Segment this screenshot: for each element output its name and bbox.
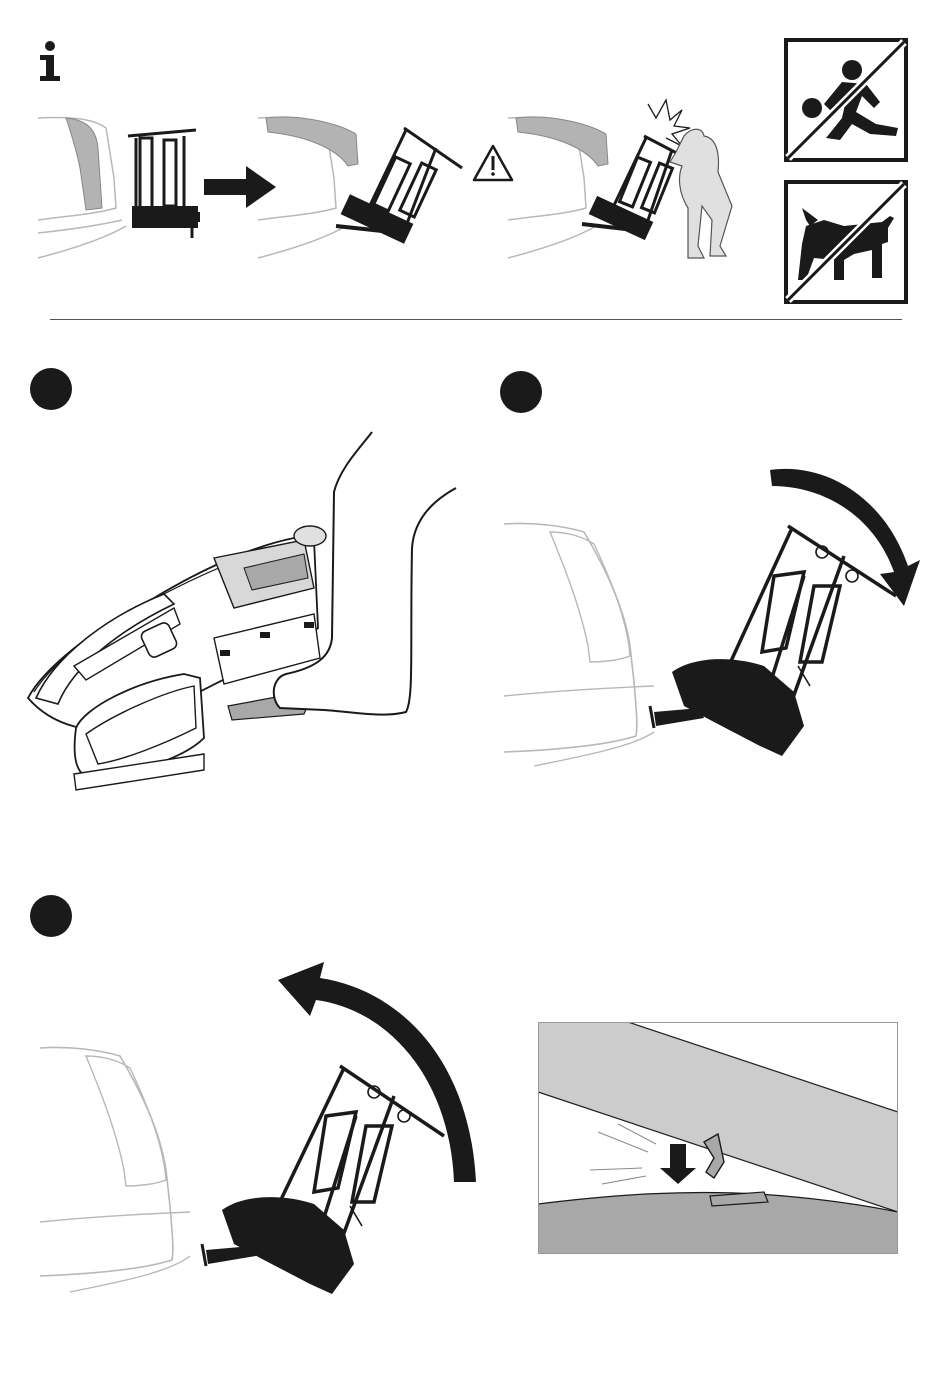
illustration-step3-tilt-up <box>40 960 490 1310</box>
info-icon <box>34 40 66 82</box>
illustration-step1-foot-pedal <box>14 428 474 792</box>
illustration-carrier-upright <box>36 108 216 268</box>
illustration-latch-detail <box>538 1022 898 1254</box>
step-marker-1 <box>30 368 72 410</box>
illustration-carrier-hazard <box>506 96 770 268</box>
section-divider <box>50 319 902 320</box>
step-marker-3 <box>30 895 72 937</box>
no-children-playing-icon <box>784 38 908 162</box>
illustration-step2-tilt-down <box>504 456 924 772</box>
illustration-carrier-tilted <box>256 108 466 268</box>
step-marker-2 <box>500 371 542 413</box>
no-dog-icon <box>784 180 908 304</box>
